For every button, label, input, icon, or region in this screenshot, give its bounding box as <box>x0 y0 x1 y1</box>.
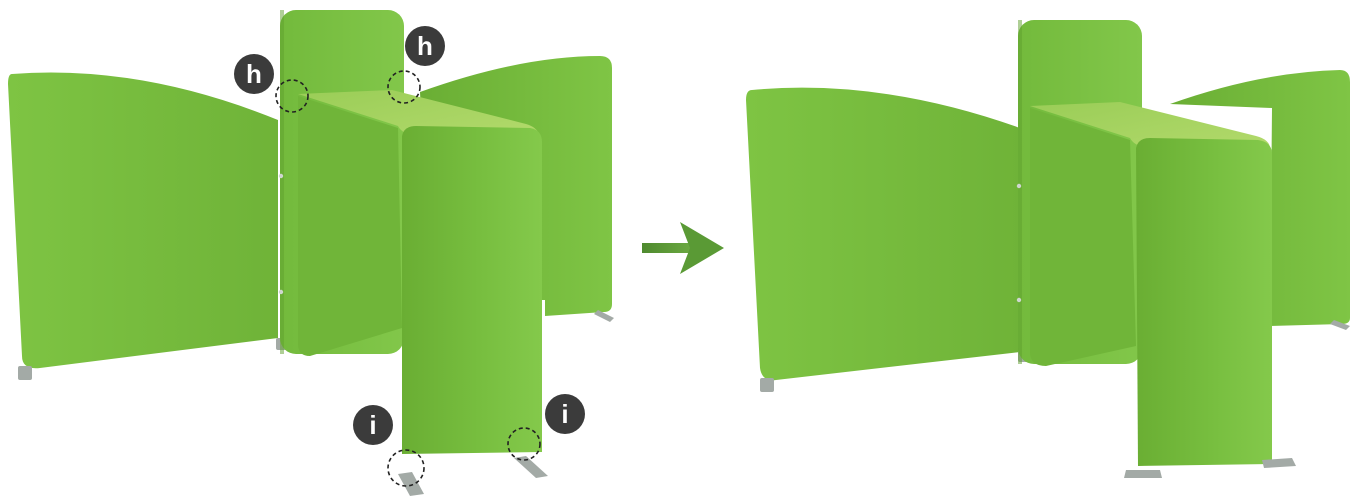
connector-pins-before <box>278 173 284 295</box>
left-wing-foot <box>18 366 32 380</box>
badge-h-right: h <box>405 26 445 66</box>
connector-pins-after <box>1016 183 1022 303</box>
counter-front-panel-after <box>1136 138 1272 466</box>
callout-ring-i-right <box>507 427 541 461</box>
badge-i-left-label: i <box>369 410 376 440</box>
badge-h-left: h <box>234 54 274 94</box>
front-foot-right-after <box>1262 458 1296 468</box>
right-wing-foot-after <box>1330 320 1350 330</box>
right-wing-foot <box>594 310 614 322</box>
left-wing-panel <box>8 72 290 380</box>
right-arrow-icon <box>642 222 724 274</box>
counter-side-panel-after <box>1030 108 1136 366</box>
badge-i-right-label: i <box>561 399 568 429</box>
badge-h-left-label: h <box>246 59 262 89</box>
badge-h-right-label: h <box>417 31 433 61</box>
right-wing-panel-after <box>1170 70 1350 330</box>
assembly-before: h h i i <box>8 10 614 496</box>
counter-front-panel <box>402 126 542 454</box>
badge-i-left: i <box>353 405 393 445</box>
counter-side-panel <box>298 96 402 356</box>
front-foot-left <box>398 472 424 496</box>
assembly-after <box>746 20 1350 478</box>
front-foot-left-after <box>1124 470 1162 478</box>
front-foot-right <box>514 456 548 478</box>
left-wing-panel-after <box>746 87 1032 392</box>
badge-i-right: i <box>545 394 585 434</box>
callout-ring-i-left <box>387 449 425 487</box>
callout-ring-h-left <box>275 79 309 113</box>
left-wing-foot-after <box>760 378 774 392</box>
callout-ring-h-right <box>387 70 421 104</box>
